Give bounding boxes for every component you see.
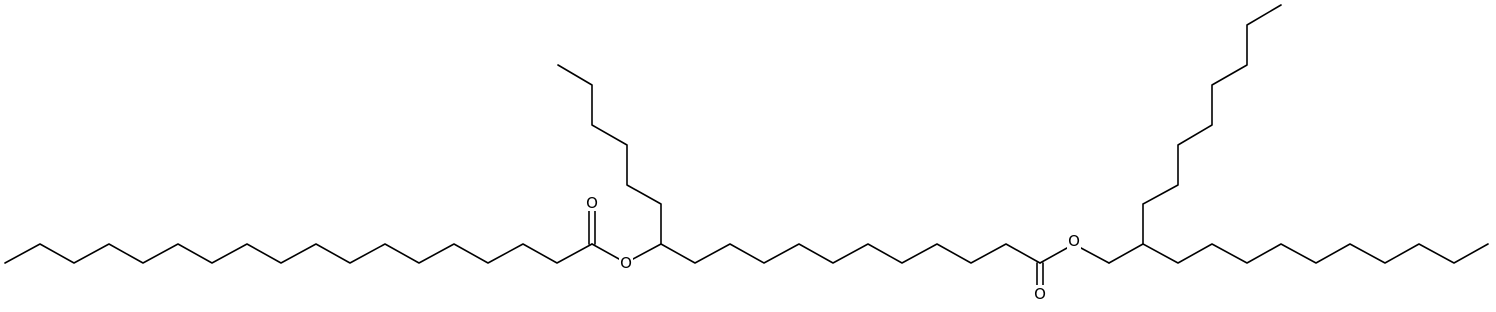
right-ester-bond-3 (1108, 243, 1144, 264)
decyl-chain (1142, 243, 1489, 264)
right-ester-bond-1 (1039, 247, 1068, 264)
ester-oxygen-right: O (1067, 232, 1081, 250)
main-backbone (660, 243, 1041, 264)
left-ester-bond-2 (632, 243, 662, 260)
right-ester-bond-2 (1080, 247, 1110, 264)
left-ester-bond-1 (591, 243, 620, 260)
carbonyl-oxygen-left: O (585, 194, 599, 212)
svg-text:O: O (1034, 285, 1046, 303)
svg-text:O: O (586, 194, 598, 212)
octyl-branch (1142, 4, 1282, 245)
svg-text:O: O (620, 254, 632, 272)
stearoyl-chain (4, 243, 593, 264)
ester-oxygen-left: O (619, 254, 633, 272)
svg-text:O: O (1068, 232, 1080, 250)
carbonyl-oxygen-right: O (1033, 285, 1047, 303)
hexyl-branch (557, 64, 662, 245)
